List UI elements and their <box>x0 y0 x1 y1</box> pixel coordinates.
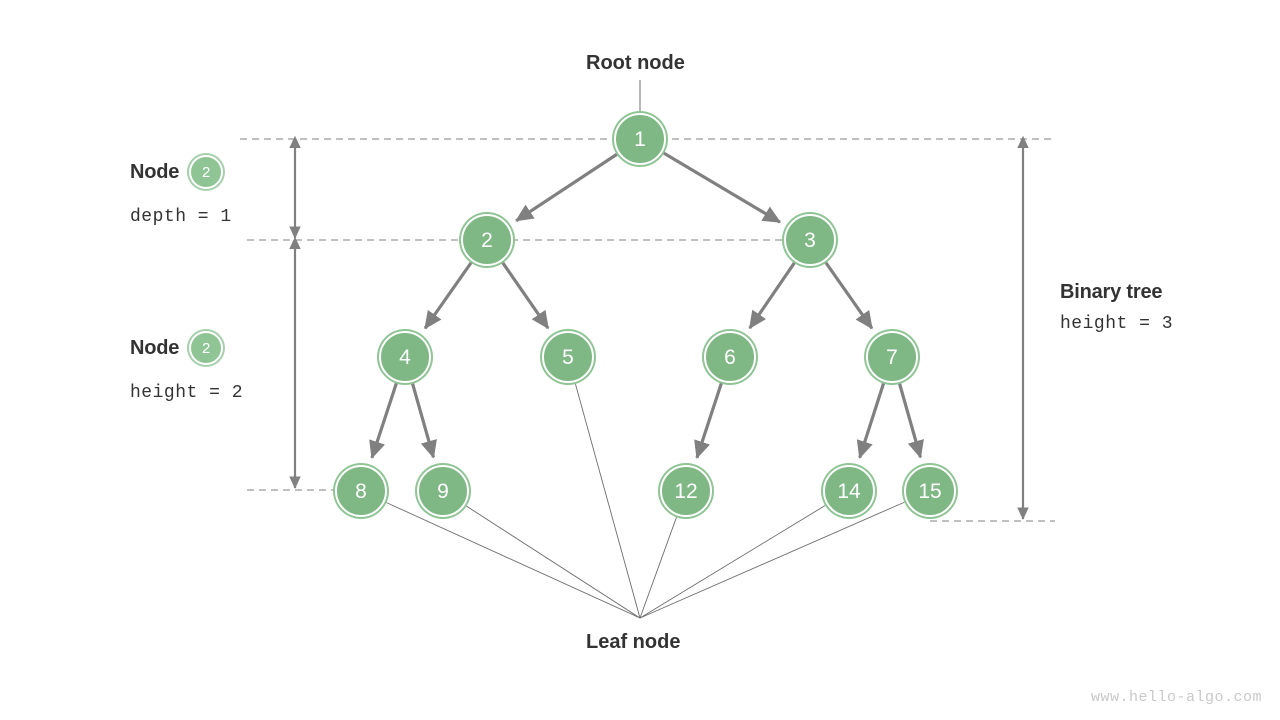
tree-node-label: 15 <box>918 479 942 503</box>
tree-node-7[interactable]: 7 <box>866 331 918 383</box>
tree-node-8[interactable]: 8 <box>335 465 387 517</box>
tree-node-15[interactable]: 15 <box>904 465 956 517</box>
root-node-label: Root node <box>586 52 685 75</box>
annotation-node-height-title-row: Node 2 <box>130 331 243 365</box>
annotation-node-height-detail: height = 2 <box>130 383 244 403</box>
annotation-node-height-badge: 2 <box>189 331 224 365</box>
tree-node-12[interactable]: 12 <box>660 465 712 517</box>
tree-node-label: 6 <box>724 345 736 369</box>
tree-node-4[interactable]: 4 <box>379 331 431 383</box>
annotation-node-depth-detail: depth = 1 <box>130 207 232 227</box>
measurement-arrows <box>289 135 1029 520</box>
edge-n4-n8 <box>369 382 399 459</box>
root-node-label-text: Root node <box>586 52 685 74</box>
tree-node-label: 4 <box>399 345 411 369</box>
edge-n3-n7 <box>824 261 874 330</box>
edge-n7-n14 <box>856 382 886 459</box>
annotation-node-height-title: Node <box>130 336 180 359</box>
tree-node-2[interactable]: 2 <box>461 214 513 266</box>
tree-node-label: 8 <box>355 479 367 503</box>
leaf-pointer-line-n8 <box>386 502 641 619</box>
leaf-pointer-line-n12 <box>639 517 677 619</box>
annotation-tree-height: Binary tree height = 3 <box>1060 281 1173 334</box>
leaf-pointer-line-n9 <box>466 505 641 619</box>
edge-n4-n9 <box>410 382 437 459</box>
tree-node-label: 12 <box>674 479 698 503</box>
edge-n1-n2 <box>515 152 619 223</box>
leaf-pointer-line-n5 <box>575 383 641 619</box>
tree-node-1[interactable]: 1 <box>614 113 666 165</box>
tree-node-label: 7 <box>886 345 898 369</box>
tree-node-label: 14 <box>837 479 861 503</box>
tree-node-6[interactable]: 6 <box>704 331 756 383</box>
tree-edges <box>369 151 924 459</box>
annotation-node-height: Node 2 height = 2 <box>130 331 243 403</box>
edge-n1-n3 <box>662 151 782 224</box>
edge-n2-n5 <box>501 261 550 330</box>
annotation-tree-height-detail: height = 3 <box>1060 314 1174 334</box>
tree-node-label: 3 <box>804 228 816 252</box>
annotation-node-depth: Node 2 depth = 1 <box>130 155 232 227</box>
leaf-pointer-line-n15 <box>639 501 905 619</box>
tree-node-label: 9 <box>437 479 449 503</box>
tree-node-9[interactable]: 9 <box>417 465 469 517</box>
tree-node-14[interactable]: 14 <box>823 465 875 517</box>
tree-node-label: 5 <box>562 345 574 369</box>
leaf-pointer-line-n14 <box>639 505 826 619</box>
edge-n3-n6 <box>748 261 797 330</box>
annotation-node-depth-badge: 2 <box>189 155 224 189</box>
leaf-node-label: Leaf node <box>586 631 680 654</box>
edge-n7-n15 <box>897 382 924 459</box>
edge-n2-n4 <box>423 261 473 330</box>
leaf-node-label-text: Leaf node <box>586 631 681 653</box>
annotation-node-depth-title-row: Node 2 <box>130 155 232 189</box>
tree-node-label: 2 <box>481 228 493 252</box>
watermark: www.hello-algo.com <box>1090 689 1262 706</box>
tree-node-3[interactable]: 3 <box>784 214 836 266</box>
annotation-tree-height-title: Binary tree <box>1060 281 1163 303</box>
tree-node-5[interactable]: 5 <box>542 331 594 383</box>
annotation-node-depth-title: Node <box>130 160 180 183</box>
tree-node-label: 1 <box>634 127 646 151</box>
dashed-guide-lines <box>240 138 1055 522</box>
edge-n6-n12 <box>694 382 724 459</box>
